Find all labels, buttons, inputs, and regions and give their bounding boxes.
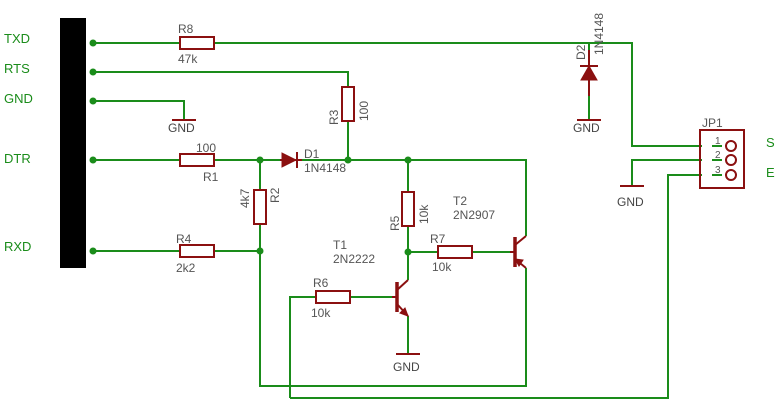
transistor-t1 bbox=[392, 279, 409, 317]
header-pin bbox=[725, 169, 737, 181]
r6-ref: R6 bbox=[313, 276, 329, 290]
r3-ref: R3 bbox=[327, 109, 341, 125]
r6-value: 10k bbox=[311, 306, 331, 320]
resistor-r6 bbox=[315, 290, 351, 304]
r2-value: 4k7 bbox=[238, 188, 252, 208]
junction-dot bbox=[89, 39, 97, 47]
resistor-r7 bbox=[437, 245, 473, 259]
pin-label-txd: TXD bbox=[4, 31, 30, 46]
header-jp1 bbox=[699, 129, 745, 189]
t2-ref: T2 bbox=[453, 194, 467, 208]
resistor-r8 bbox=[179, 36, 215, 50]
r4-ref: R4 bbox=[176, 232, 192, 246]
t2-value: 2N2907 bbox=[453, 208, 495, 222]
jp1-pin-number: 2 bbox=[715, 150, 721, 161]
diode-d2 bbox=[580, 50, 598, 96]
junction-dot bbox=[344, 156, 352, 164]
jp1-pin-number: 1 bbox=[715, 136, 721, 147]
junction-dot bbox=[404, 248, 412, 256]
resistor-r2 bbox=[253, 189, 267, 225]
gnd-label: GND bbox=[573, 121, 600, 135]
diode-d1 bbox=[280, 152, 302, 168]
junction-dot bbox=[89, 247, 97, 255]
gnd-label: GND bbox=[617, 195, 644, 209]
r7-value: 10k bbox=[432, 260, 452, 274]
wires bbox=[93, 42, 722, 399]
pin-label-rts: RTS bbox=[4, 61, 30, 76]
r3-value: 100 bbox=[357, 101, 371, 121]
junction-dot bbox=[256, 247, 264, 255]
header-pin bbox=[725, 140, 737, 152]
resistor-r1 bbox=[179, 153, 215, 167]
junction-dot bbox=[404, 156, 412, 164]
d2-ref: D2 bbox=[574, 44, 588, 60]
r8-value: 47k bbox=[178, 52, 198, 66]
serial-connector-body bbox=[60, 18, 86, 268]
resistor-r5 bbox=[401, 191, 415, 227]
t1-value: 2N2222 bbox=[333, 252, 375, 266]
d1-value: 1N4148 bbox=[304, 161, 346, 175]
r1-value: 100 bbox=[196, 141, 216, 155]
r2-ref: R2 bbox=[268, 187, 282, 203]
gnd-label: GND bbox=[393, 360, 420, 374]
r4-value: 2k2 bbox=[176, 261, 196, 275]
junction-dot bbox=[89, 68, 97, 76]
d1-ref: D1 bbox=[304, 147, 320, 161]
jp1-ref: JP1 bbox=[702, 116, 723, 130]
pin-label-gnd: GND bbox=[4, 91, 33, 106]
jp1-side-label-s: S bbox=[766, 135, 775, 150]
resistor-r3 bbox=[341, 86, 355, 122]
junction-dot bbox=[256, 156, 264, 164]
gnd-label: GND bbox=[168, 121, 195, 135]
pin-label-rxd: RXD bbox=[4, 239, 31, 254]
r5-value: 10k bbox=[417, 204, 431, 224]
r7-ref: R7 bbox=[430, 232, 446, 246]
header-pin bbox=[725, 154, 737, 166]
jp1-side-label-e: E bbox=[766, 165, 775, 180]
junction-dot bbox=[89, 156, 97, 164]
resistor-r4 bbox=[179, 244, 215, 258]
jp1-pin-number: 3 bbox=[715, 165, 721, 176]
d2-value: 1N4148 bbox=[592, 13, 606, 55]
transistor-t2 bbox=[510, 235, 527, 269]
r8-ref: R8 bbox=[178, 22, 194, 36]
junction-dot bbox=[89, 97, 97, 105]
pin-label-dtr: DTR bbox=[4, 151, 31, 166]
t1-ref: T1 bbox=[333, 238, 347, 252]
r5-ref: R5 bbox=[388, 215, 402, 231]
r1-ref: R1 bbox=[203, 170, 219, 184]
